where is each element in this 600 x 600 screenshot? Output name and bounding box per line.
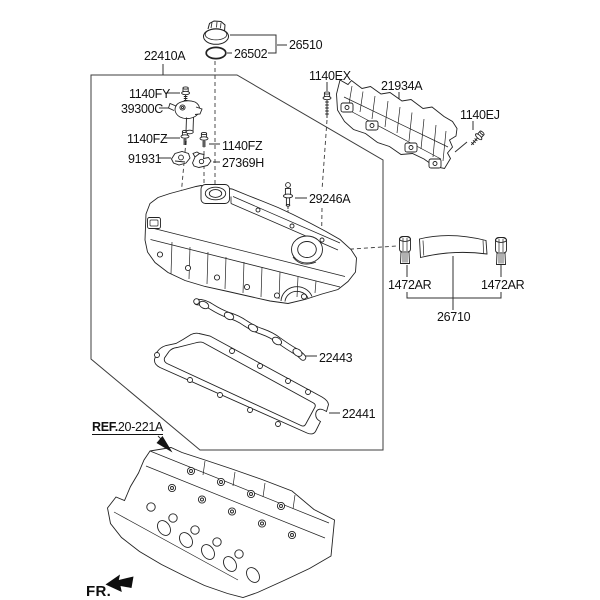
sensor-29246a-drawing xyxy=(282,182,294,209)
part-label-1472AR-left[interactable]: 1472AR xyxy=(388,278,432,292)
bracket-27369h-drawing xyxy=(192,151,212,168)
part-label-26710[interactable]: 26710 xyxy=(437,310,471,324)
part-label-21934A[interactable]: 21934A xyxy=(381,79,423,93)
part-label-22441[interactable]: 22441 xyxy=(342,407,376,421)
assembly-boundary-box xyxy=(90,74,384,451)
part-label-1140FZ-a[interactable]: 1140FZ xyxy=(127,132,168,146)
bolt-1140fy-drawing xyxy=(181,86,191,102)
part-label-91931[interactable]: 91931 xyxy=(128,152,162,166)
ref-prefix: REF. xyxy=(92,420,118,434)
ref-code: 20-221A xyxy=(117,420,164,434)
ref-callout[interactable]: REF.20-221A xyxy=(92,421,163,435)
part-label-29246A[interactable]: 29246A xyxy=(309,192,351,206)
part-label-22410A[interactable]: 22410A xyxy=(144,49,186,63)
part-label-22443[interactable]: 22443 xyxy=(319,351,353,365)
gasket-22441-drawing xyxy=(154,332,329,435)
cap-gasket-ring-drawing xyxy=(205,46,227,60)
part-label-26510[interactable]: 26510 xyxy=(289,38,323,52)
cylinder-head-drawing xyxy=(107,447,335,598)
clamp-left-drawing xyxy=(399,236,411,264)
bolt-1140ej-drawing xyxy=(470,130,485,146)
front-direction-label: FR. xyxy=(86,583,112,600)
bolt-1140fz-right-drawing xyxy=(199,131,209,148)
part-label-1140EJ[interactable]: 1140EJ xyxy=(460,108,500,122)
part-label-1472AR-right[interactable]: 1472AR xyxy=(481,278,525,292)
hose-drawing xyxy=(419,235,488,259)
front-direction-arrow xyxy=(105,574,134,592)
camshaft-sensor-39300c-drawing xyxy=(167,100,203,135)
clamp-right-drawing xyxy=(495,237,507,265)
bolt-1140fz-left-drawing xyxy=(180,129,190,145)
oil-filler-cap-drawing xyxy=(203,20,229,45)
bolt-1140ex-drawing xyxy=(322,91,332,118)
ref-leader-arrowhead xyxy=(156,436,173,453)
part-label-1140FY[interactable]: 1140FY xyxy=(129,87,171,101)
valve-cover-drawing xyxy=(144,184,357,304)
bracket-91931-drawing xyxy=(170,151,191,166)
gasket-22443-drawing xyxy=(193,298,307,361)
heat-protector-drawing xyxy=(336,79,458,170)
part-label-1140FZ-b[interactable]: 1140FZ xyxy=(222,139,263,153)
part-label-26502[interactable]: 26502 xyxy=(234,47,268,61)
part-label-1140EX[interactable]: 1140EX xyxy=(309,69,351,83)
part-label-27369H[interactable]: 27369H xyxy=(222,156,264,170)
part-label-39300C[interactable]: 39300C xyxy=(121,102,163,116)
